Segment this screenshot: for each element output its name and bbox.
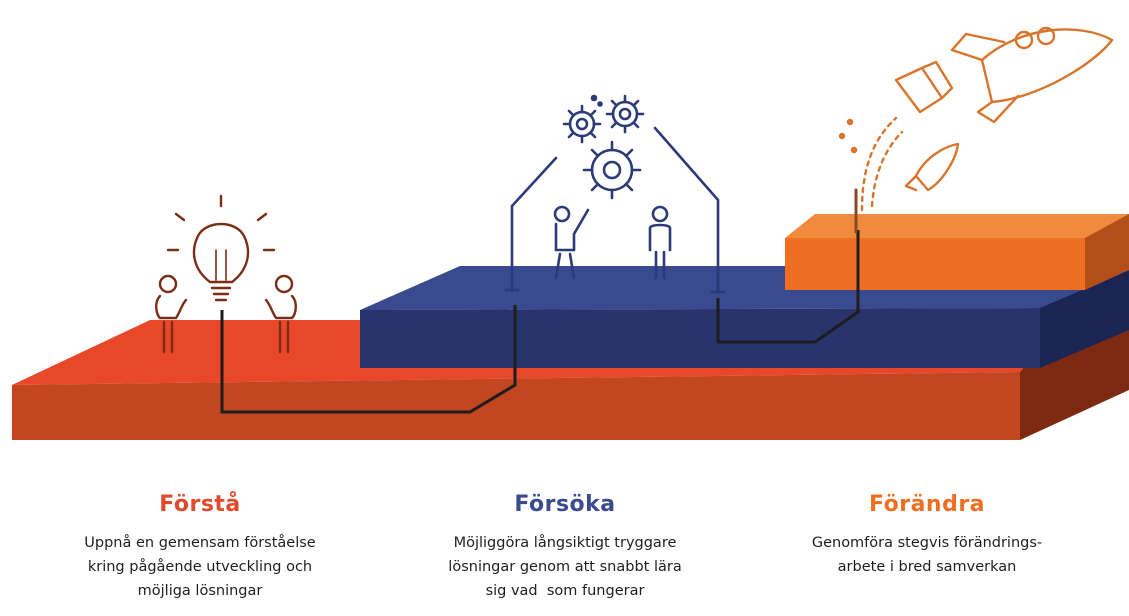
lightbulb-icon-group (155, 194, 297, 354)
stage-forandra: Förändra Genomföra stegvis förändrings- … (767, 492, 1087, 579)
stage-forsta-title: Förstå (159, 492, 241, 517)
gears-icon-group (504, 94, 726, 294)
stage-forandra-title: Förändra (868, 492, 986, 517)
person-waving-icon (553, 205, 590, 280)
rocket-icon-group (838, 26, 1114, 234)
person-left-icon (155, 274, 188, 354)
red-platform-front (12, 372, 1020, 440)
stage-forsta-text: Uppnå en gemensam förståelse kring pågåe… (40, 531, 360, 603)
stage-forsoka-line-1: Möjliggöra långsiktigt tryggare (453, 535, 677, 551)
stage-forsta-line-3: möjliga lösningar (137, 583, 263, 599)
orange-platform-front (785, 238, 1085, 290)
platform-illustration (12, 26, 1129, 440)
orange-platform (785, 214, 1129, 290)
stage-forandra-line-1: Genomföra stegvis förändrings- (811, 535, 1043, 551)
connector-red-to-blue (220, 305, 517, 414)
gear-icon-small-right (605, 94, 645, 134)
blue-platform-front (360, 308, 1040, 368)
launch-sparks (860, 116, 904, 212)
rocket-part-nose-icon (904, 142, 960, 192)
connector-lines (220, 230, 860, 414)
orange-platform-side (1085, 214, 1129, 290)
orange-platform-top (785, 214, 1129, 238)
stage-forandra-line-2: arbete i bred samverkan (837, 559, 1017, 575)
stage-forsta-line-2: kring pågående utveckling och (87, 559, 313, 575)
stage-forsoka-line-2: lösningar genom att snabbt lära (448, 559, 682, 575)
stage-forsoka: Försöka Möjliggöra långsiktigt tryggare … (405, 492, 725, 603)
stage-forsoka-title: Försöka (514, 492, 616, 517)
frame-right (653, 126, 720, 294)
stage-forsta: Förstå Uppnå en gemensam förståelse krin… (40, 492, 360, 603)
person-standing-icon (648, 205, 672, 280)
gear-icon-small-left (562, 104, 602, 144)
person-right-icon (264, 274, 297, 354)
stage-forandra-text: Genomföra stegvis förändrings- arbete i … (767, 531, 1087, 579)
lightbulb-icon (166, 194, 276, 302)
rocket-icon (950, 26, 1114, 124)
rocket-part-box-icon (894, 60, 954, 114)
stage-forsta-line-1: Uppnå en gemensam förståelse (84, 535, 316, 551)
blue-platform-side (1040, 270, 1129, 368)
connector-blue-to-orange (716, 230, 860, 344)
frame-left (510, 156, 558, 292)
stage-forsoka-line-3: sig vad som fungerar (485, 583, 645, 599)
gear-icon-large (582, 140, 642, 200)
stage-forsoka-text: Möjliggöra långsiktigt tryggare lösninga… (405, 531, 725, 603)
